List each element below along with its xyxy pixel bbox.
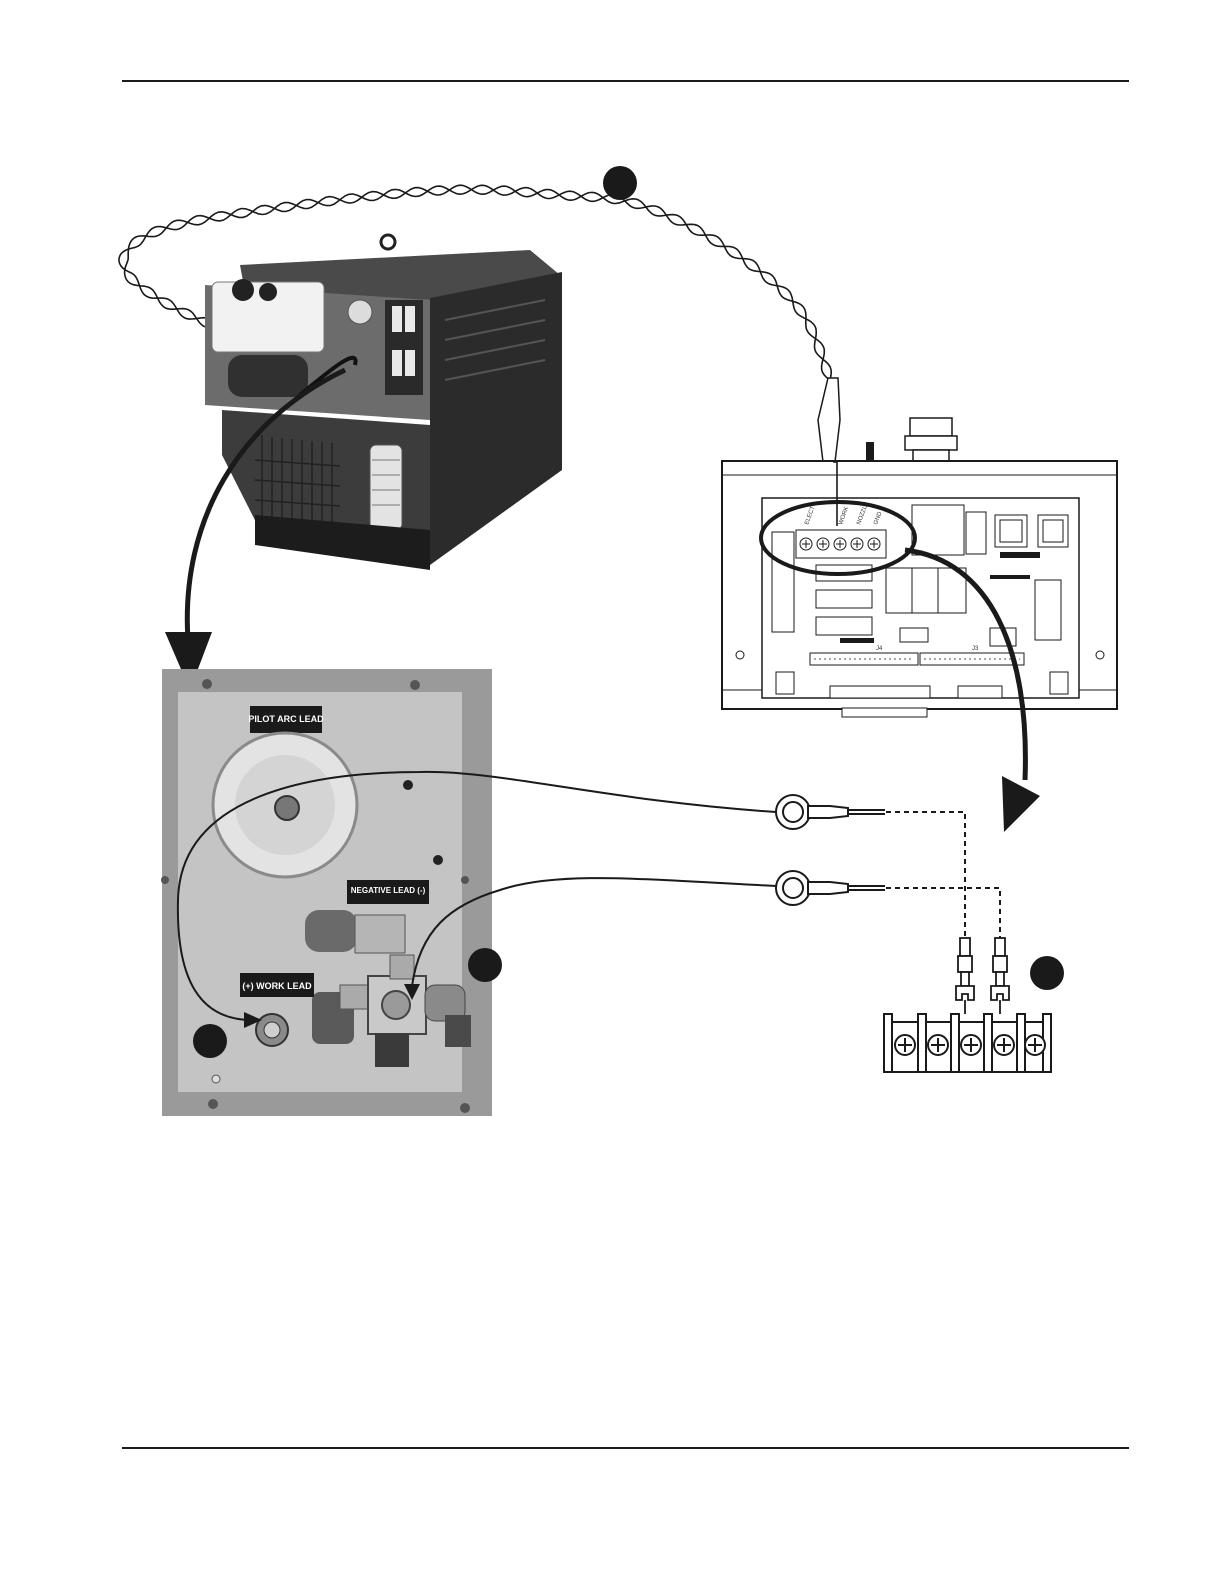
elbow-fitting xyxy=(305,910,357,952)
callout-marker-right xyxy=(1030,956,1064,990)
interface-pcb-enclosure: ELECT WORK NOZZLE GND xyxy=(722,378,1117,717)
svg-text:NEGATIVE LEAD (-): NEGATIVE LEAD (-) xyxy=(351,886,426,895)
power-unit xyxy=(205,235,562,570)
dashed-wire-runs xyxy=(886,812,1000,938)
svg-text:PILOT ARC LEAD: PILOT ARC LEAD xyxy=(248,714,324,724)
spade-connectors xyxy=(956,938,1009,1014)
contactor-block xyxy=(385,300,423,395)
terminal-block xyxy=(884,1014,1051,1072)
callout-marker-top xyxy=(603,166,637,200)
callout-marker-center xyxy=(468,948,502,982)
spade-connector-right xyxy=(991,938,1009,1014)
coolant-filter xyxy=(370,445,402,530)
connector-label-j4: J4 xyxy=(876,646,883,652)
ring-terminal-top xyxy=(776,795,885,829)
ring-terminals xyxy=(776,795,885,905)
ring-terminal-bottom xyxy=(776,871,885,905)
cable-strain-relief xyxy=(818,378,840,462)
svg-text:(+) WORK LEAD: (+) WORK LEAD xyxy=(242,981,312,991)
connector-label-j3: J3 xyxy=(972,646,979,652)
pilot-arc-stud xyxy=(275,796,299,820)
pump-motor xyxy=(228,355,308,397)
arrow-head-terminal xyxy=(1002,776,1040,832)
spade-connector-left xyxy=(956,938,974,1014)
cable-gland xyxy=(910,418,952,436)
callout-marker-left xyxy=(193,1024,227,1058)
